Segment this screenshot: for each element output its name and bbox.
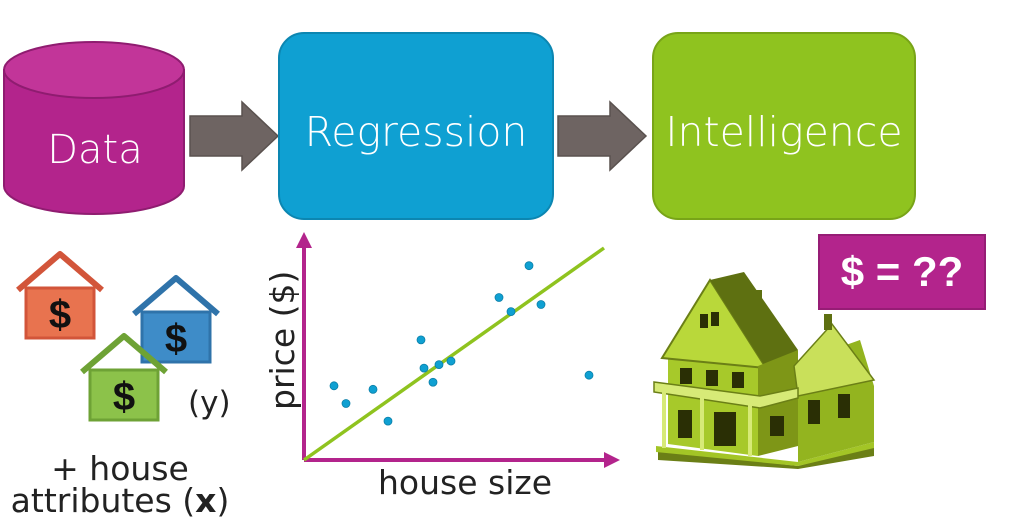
dollar-label: $ <box>165 317 187 361</box>
regression-chart <box>296 232 620 468</box>
house-blue-icon: $ <box>132 275 220 364</box>
data-point <box>506 307 516 316</box>
data-point <box>329 381 339 391</box>
chart-axes <box>296 232 620 468</box>
trendline-segment <box>302 246 606 462</box>
arrow-right-icon <box>557 100 648 172</box>
house-orange-icon: $ <box>16 251 104 340</box>
price-badge: $ = ?? <box>818 234 986 310</box>
data-point <box>341 399 351 408</box>
x-axis-label: house size <box>378 463 552 502</box>
data-point <box>419 363 429 373</box>
data-point <box>434 360 444 370</box>
attributes-line2: attributes (x) <box>0 484 240 517</box>
data-point <box>524 261 534 271</box>
dollar-label: $ <box>113 375 135 419</box>
intelligence-box <box>652 32 916 220</box>
data-point <box>446 356 456 366</box>
house-green-icon: $ <box>80 333 168 422</box>
data-point <box>494 293 504 302</box>
attributes-text: attributes ( <box>10 481 196 520</box>
data-cylinder <box>3 41 185 215</box>
data-point <box>536 300 546 309</box>
target-label: (y) <box>188 385 231 421</box>
data-label: Data <box>47 127 143 173</box>
attributes-line1: + house <box>51 449 189 488</box>
intelligence-label: Intelligence <box>665 108 903 156</box>
arrow-right-icon <box>189 100 280 172</box>
data-point <box>383 416 393 426</box>
attributes-close: ) <box>216 481 230 520</box>
regression-label: Regression <box>304 108 528 156</box>
house-3d-icon <box>653 272 876 469</box>
data-point <box>584 370 594 380</box>
data-points <box>329 261 594 426</box>
trendline <box>302 246 606 462</box>
y-axis-label: price ($) <box>263 270 302 410</box>
dollar-label: $ <box>49 293 71 337</box>
attributes-variable: x <box>195 481 217 520</box>
data-point <box>416 335 426 345</box>
data-point <box>368 384 378 394</box>
x-axis-arrowhead <box>604 452 620 468</box>
data-point <box>428 377 438 387</box>
y-axis-arrowhead <box>296 232 312 248</box>
regression-box <box>278 32 554 220</box>
